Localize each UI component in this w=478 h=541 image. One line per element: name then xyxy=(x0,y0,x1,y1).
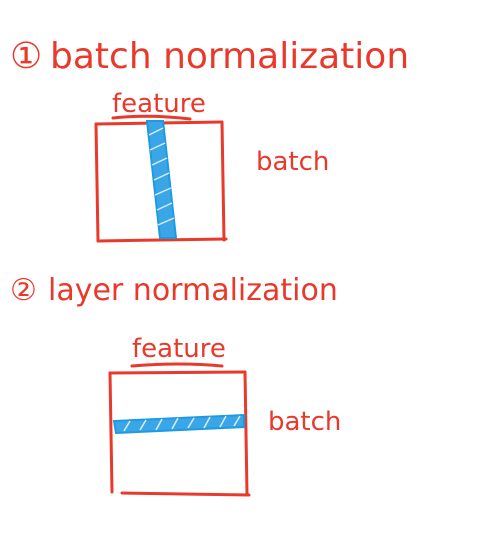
section-1-number: ① xyxy=(10,36,42,77)
section-1-title: batch normalization xyxy=(50,36,409,77)
section-1: ① batch normalization feature batch xyxy=(10,36,409,243)
section-2: ② layer normalization feature batch xyxy=(10,273,341,497)
section-1-column-fill xyxy=(145,120,178,239)
section-1-matrix-right xyxy=(220,120,226,242)
section-2-number: ② xyxy=(10,273,37,308)
section-2-row-fill xyxy=(112,413,245,435)
section-1-matrix xyxy=(94,120,228,243)
section-2-matrix-bottom xyxy=(120,491,251,497)
section-2-matrix-top xyxy=(108,370,247,375)
section-2-feature-label: feature xyxy=(132,334,226,364)
section-1-batch-label: batch xyxy=(256,147,329,177)
section-2-feature-underline xyxy=(130,362,224,368)
section-1-matrix-left xyxy=(94,122,100,243)
section-1-highlighted-column xyxy=(145,120,178,239)
section-2-highlighted-row xyxy=(112,413,245,435)
section-1-feature-underline xyxy=(111,114,192,121)
section-2-matrix xyxy=(108,370,251,497)
section-2-title: layer normalization xyxy=(48,273,338,308)
section-2-batch-label: batch xyxy=(268,407,341,437)
section-1-feature-label: feature xyxy=(112,89,206,119)
section-2-matrix-left xyxy=(108,371,114,494)
section-1-matrix-bottom xyxy=(96,237,228,243)
section-2-matrix-right xyxy=(243,370,249,496)
